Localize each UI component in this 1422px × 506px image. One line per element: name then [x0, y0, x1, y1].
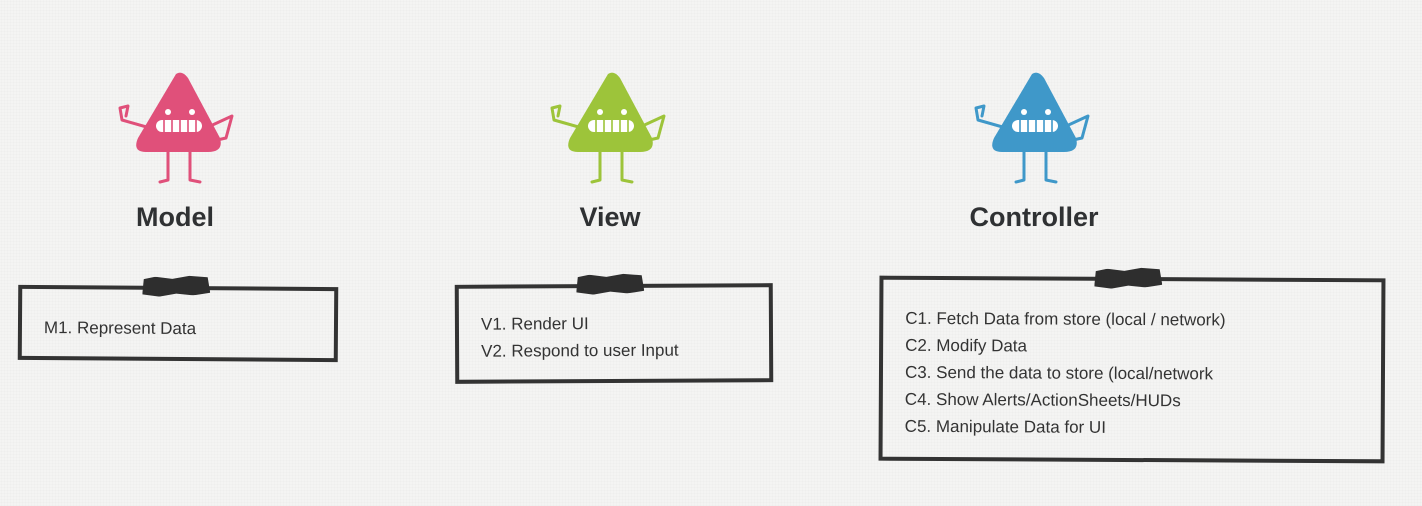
model-items: M1. Represent Data — [44, 314, 196, 342]
controller-note: C1. Fetch Data from store (local / netwo… — [878, 275, 1386, 464]
controller-mascot-icon — [974, 72, 1090, 184]
list-item: C5. Manipulate Data for UI — [904, 416, 1107, 437]
list-item: C4. Show Alerts/ActionSheets/HUDs — [904, 389, 1181, 411]
list-item: V1. Render UI — [480, 314, 589, 334]
controller-title: Controller — [969, 202, 1099, 232]
view-items: V1. Render UI V2. Respond to user Input — [481, 310, 679, 365]
list-item: C3. Send the data to store (local/networ… — [904, 362, 1214, 384]
list-item: C1. Fetch Data from store (local / netwo… — [905, 308, 1226, 330]
view-title: View — [579, 202, 641, 232]
list-item: M1. Represent Data — [43, 318, 197, 339]
model-title: Model — [136, 202, 214, 232]
list-item: V2. Respond to user Input — [481, 340, 679, 361]
list-item: C2. Modify Data — [905, 335, 1028, 356]
model-note: M1. Represent Data — [17, 284, 339, 363]
model-mascot-icon — [118, 72, 234, 184]
controller-items: C1. Fetch Data from store (local / netwo… — [905, 305, 1226, 442]
view-mascot-icon — [550, 72, 666, 184]
view-note: V1. Render UI V2. Respond to user Input — [454, 283, 774, 384]
